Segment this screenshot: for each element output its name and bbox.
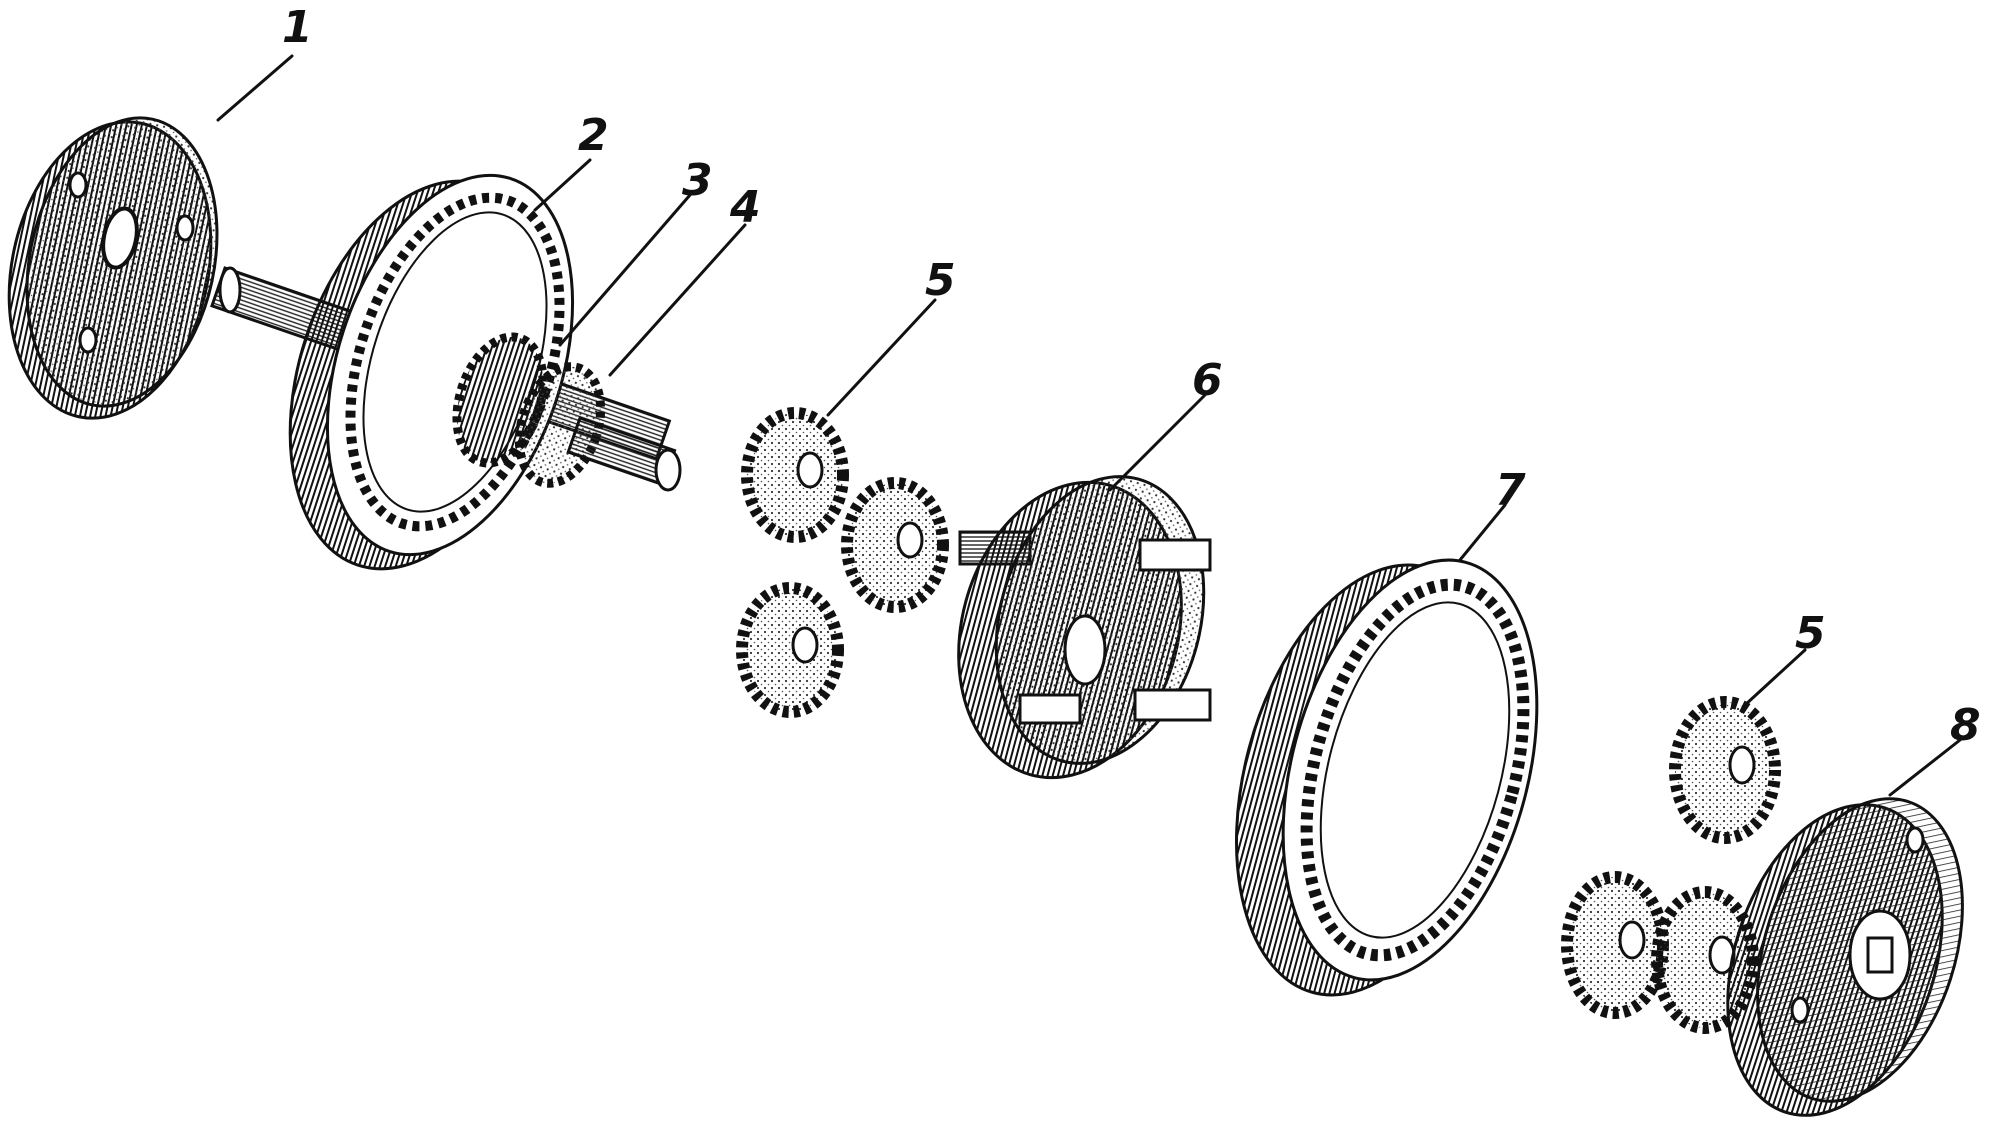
callout-1: 1	[282, 2, 313, 53]
planet-gear	[741, 407, 849, 543]
callout-4: 4	[729, 182, 761, 233]
planet-gear	[736, 582, 844, 718]
callout-5-second: 5	[1795, 608, 1826, 659]
planet-gear	[841, 477, 949, 613]
ring-gear-small	[1235, 558, 1539, 997]
planet-gear	[1561, 871, 1669, 1019]
leader-lines	[216, 54, 1962, 797]
callout-5: 5	[925, 255, 956, 306]
output-cover-plate	[1726, 797, 1964, 1117]
callout-3: 3	[682, 155, 713, 206]
planet-carrier	[957, 475, 1212, 780]
callout-2: 2	[578, 110, 609, 161]
callout-8: 8	[1950, 700, 1981, 751]
planet-gear	[1669, 696, 1781, 844]
callout-7: 7	[1495, 465, 1526, 516]
end-cover-plate	[7, 116, 219, 420]
ring-gear-large	[288, 173, 575, 571]
output-shaft-end	[566, 416, 682, 492]
callout-6: 6	[1192, 355, 1223, 406]
